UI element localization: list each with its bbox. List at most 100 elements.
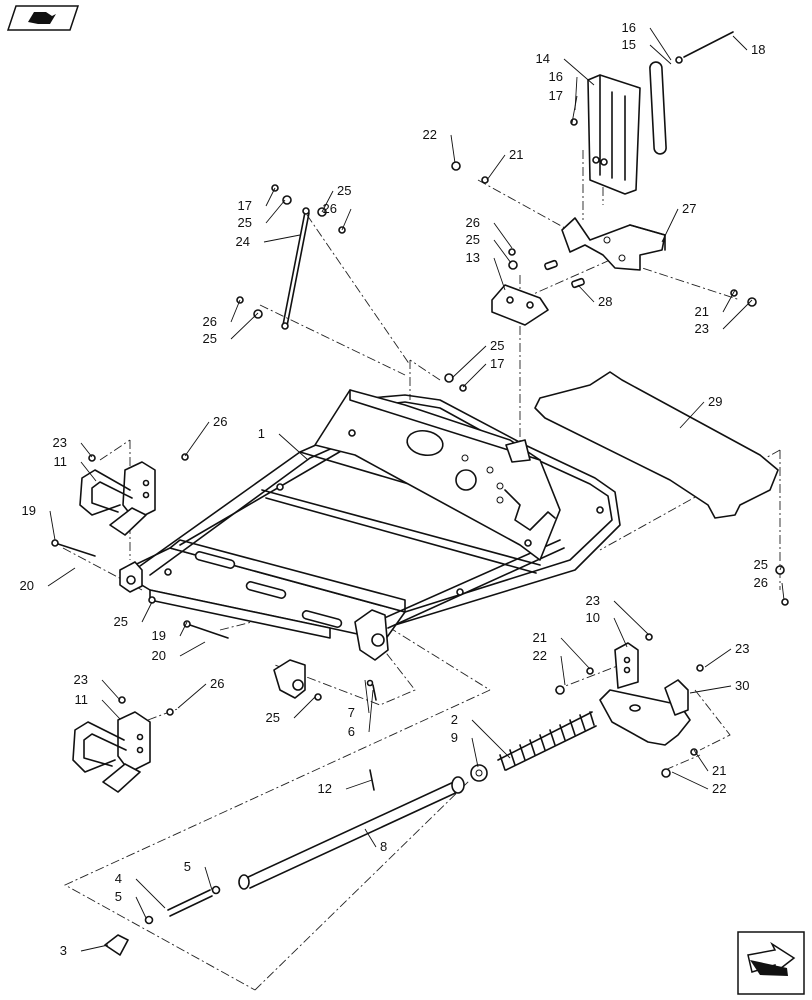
callout-leader-c9 (471, 737, 479, 768)
callout-leader-c23d (704, 648, 732, 668)
callout-leader-c25d (230, 312, 259, 340)
next-page-arrow-icon[interactable] (737, 931, 805, 995)
callout-label-c25d: 25 (203, 331, 217, 346)
callout-label-c7: 7 (348, 705, 355, 720)
callout-leader-c11a (80, 461, 97, 482)
spring-assembly (470, 633, 704, 782)
callout-label-c29: 29 (708, 394, 722, 409)
callout-label-c5a: 5 (184, 859, 191, 874)
callout-label-c5b: 5 (115, 889, 122, 904)
callout-label-c10: 10 (586, 610, 600, 625)
callout-leader-c15 (649, 44, 672, 65)
callout-leader-c26c (230, 299, 241, 323)
callout-leader-c25g (779, 564, 783, 571)
callout-leader-c16a (649, 27, 672, 61)
pins (51, 539, 789, 701)
callout-label-c25h: 25 (266, 710, 280, 725)
callout-label-c16b: 16 (549, 69, 563, 84)
callout-label-c21d: 21 (712, 763, 726, 778)
callout-leader-c25h (293, 696, 316, 719)
callout-leader-c27 (661, 208, 679, 243)
callout-label-c11b: 11 (75, 692, 89, 707)
callout-label-c20b: 20 (152, 648, 166, 663)
callout-leader-c3 (80, 944, 109, 952)
callout-leader-c29 (679, 401, 705, 429)
callout-leader-c1 (278, 433, 309, 461)
callout-label-c18: 18 (751, 42, 765, 57)
callout-leader-c2 (471, 719, 511, 759)
callout-label-c28: 28 (598, 294, 612, 309)
callout-leader-c21a (486, 154, 506, 181)
callout-label-c21a: 21 (509, 147, 523, 162)
callout-label-c6: 6 (348, 724, 355, 739)
callout-label-c17c: 17 (490, 356, 504, 371)
callout-leader-c25f (141, 601, 153, 623)
callout-leader-c23b (80, 442, 93, 458)
latch-assembly (451, 31, 757, 326)
callout-label-c30: 30 (735, 678, 749, 693)
callout-label-c21b: 21 (695, 304, 709, 319)
callout-leader-c25c (493, 239, 512, 264)
callout-leader-c20b (179, 641, 206, 657)
callout-label-c19b: 19 (152, 628, 166, 643)
spring-rod (104, 769, 465, 956)
main-frame (119, 389, 621, 699)
callout-label-c22b: 22 (533, 648, 547, 663)
callout-label-c4: 4 (115, 871, 122, 886)
callout-label-c8: 8 (380, 839, 387, 854)
book-open-icon[interactable] (6, 5, 80, 31)
callout-leader-c25e (451, 345, 487, 379)
callout-label-c14: 14 (536, 51, 550, 66)
callout-label-c26b: 26 (466, 215, 480, 230)
callout-leader-c25b (321, 190, 334, 213)
callout-label-c23e: 23 (74, 672, 88, 687)
callout-label-c11a: 11 (54, 454, 68, 469)
callout-label-c26e: 26 (754, 575, 768, 590)
callout-label-c20a: 20 (20, 578, 34, 593)
callout-leader-c26f (177, 683, 207, 709)
callout-leader-c5a (204, 866, 213, 891)
callout-label-c12: 12 (318, 781, 332, 796)
callout-leader-c26b (493, 222, 513, 249)
callout-label-c25g: 25 (754, 557, 768, 572)
pad-plate (534, 371, 779, 519)
callout-label-c16a: 16 (622, 20, 636, 35)
callout-label-c26d: 26 (213, 414, 227, 429)
callout-leader-c24 (263, 234, 301, 243)
callout-leader-c5b (135, 896, 147, 919)
callout-leader-c19a (49, 510, 56, 541)
callout-leader-c23a (722, 299, 753, 330)
callout-label-c23c: 23 (586, 593, 600, 608)
hook-bracket-upper (79, 453, 189, 536)
callout-leader-c17a (571, 95, 578, 124)
callout-leader-c17b (265, 187, 276, 207)
callout-label-c23b: 23 (53, 435, 67, 450)
callout-label-c25a: 25 (238, 215, 252, 230)
callout-leader-c26a (341, 208, 352, 231)
callout-label-c2: 2 (451, 712, 458, 727)
callout-label-c19a: 19 (22, 503, 36, 518)
callout-leader-c26d (184, 421, 210, 457)
callout-leader-c25a (265, 199, 286, 224)
callout-leader-c19b (179, 621, 188, 637)
callout-label-c22a: 22 (423, 127, 437, 142)
callout-label-c25e: 25 (490, 338, 504, 353)
callout-leader-c14 (563, 58, 595, 86)
callout-label-c1: 1 (258, 426, 265, 441)
callout-leader-c18 (732, 35, 748, 51)
callout-leader-c17c (462, 363, 487, 388)
callout-leader-c26e (781, 582, 785, 601)
linkage-rod (236, 184, 467, 392)
callout-leader-c8 (364, 828, 377, 848)
callout-leader-c21c (560, 637, 591, 670)
callout-label-c9: 9 (451, 730, 458, 745)
hook-bracket-lower (72, 696, 174, 793)
callout-label-c26f: 26 (210, 676, 224, 691)
callout-leader-c22b (560, 655, 566, 686)
callout-label-c26c: 26 (203, 314, 217, 329)
callout-label-c23a: 23 (695, 321, 709, 336)
callout-leader-c11b (101, 699, 121, 720)
callout-label-c26a: 26 (323, 201, 337, 216)
callout-leader-c20a (47, 567, 76, 587)
